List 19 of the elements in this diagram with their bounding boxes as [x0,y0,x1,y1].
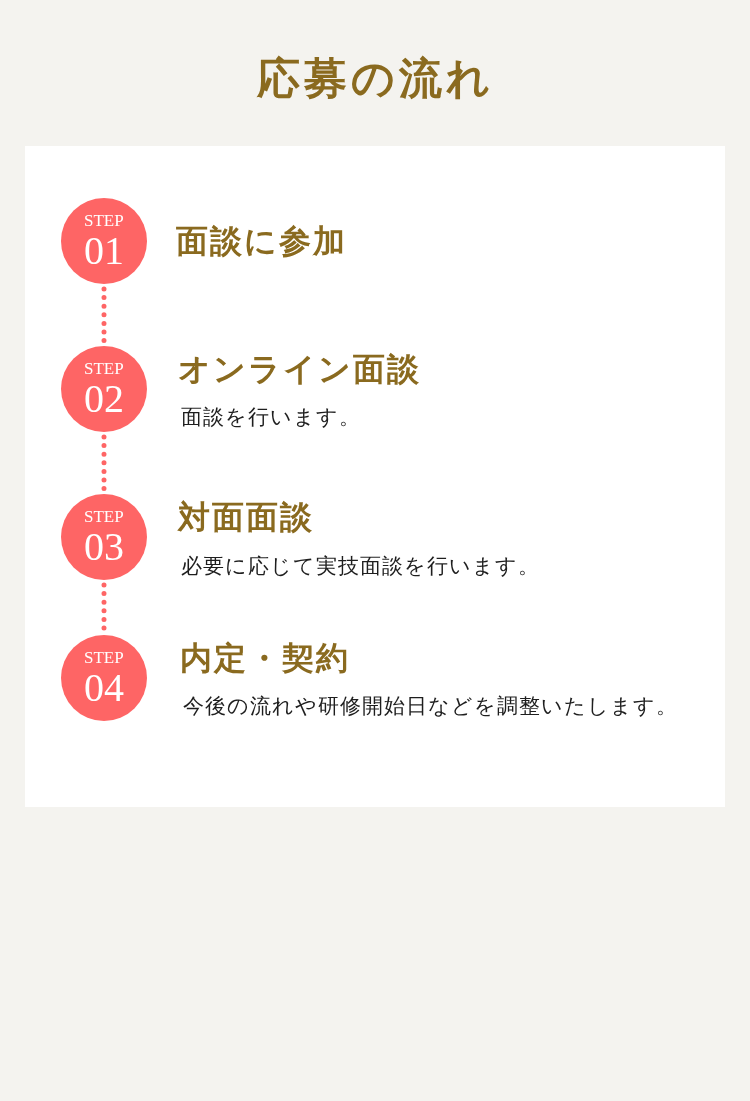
step-description: 面談を行います。 [181,404,361,431]
step-heading: 面談に参加 [176,221,347,261]
step-description: 今後の流れや研修開始日などを調整いたします。 [183,693,678,720]
dotted-connector [101,582,107,633]
step-label: STEP [84,360,124,378]
step-heading: 内定・契約 [180,638,350,678]
page-title: 応募の流れ [257,52,494,105]
step-heading: オンライン面談 [178,349,421,389]
dotted-connector [101,434,107,492]
step-label: STEP [84,212,124,230]
step-number: 01 [84,231,124,271]
step-number: 02 [84,379,124,419]
step-number: 03 [84,527,124,567]
dotted-connector [101,286,107,344]
step-number: 04 [84,668,124,708]
step-label: STEP [84,649,124,667]
step-label: STEP [84,508,124,526]
step-description: 必要に応じて実技面談を行います。 [181,553,540,580]
step-heading: 対面面談 [178,497,314,537]
